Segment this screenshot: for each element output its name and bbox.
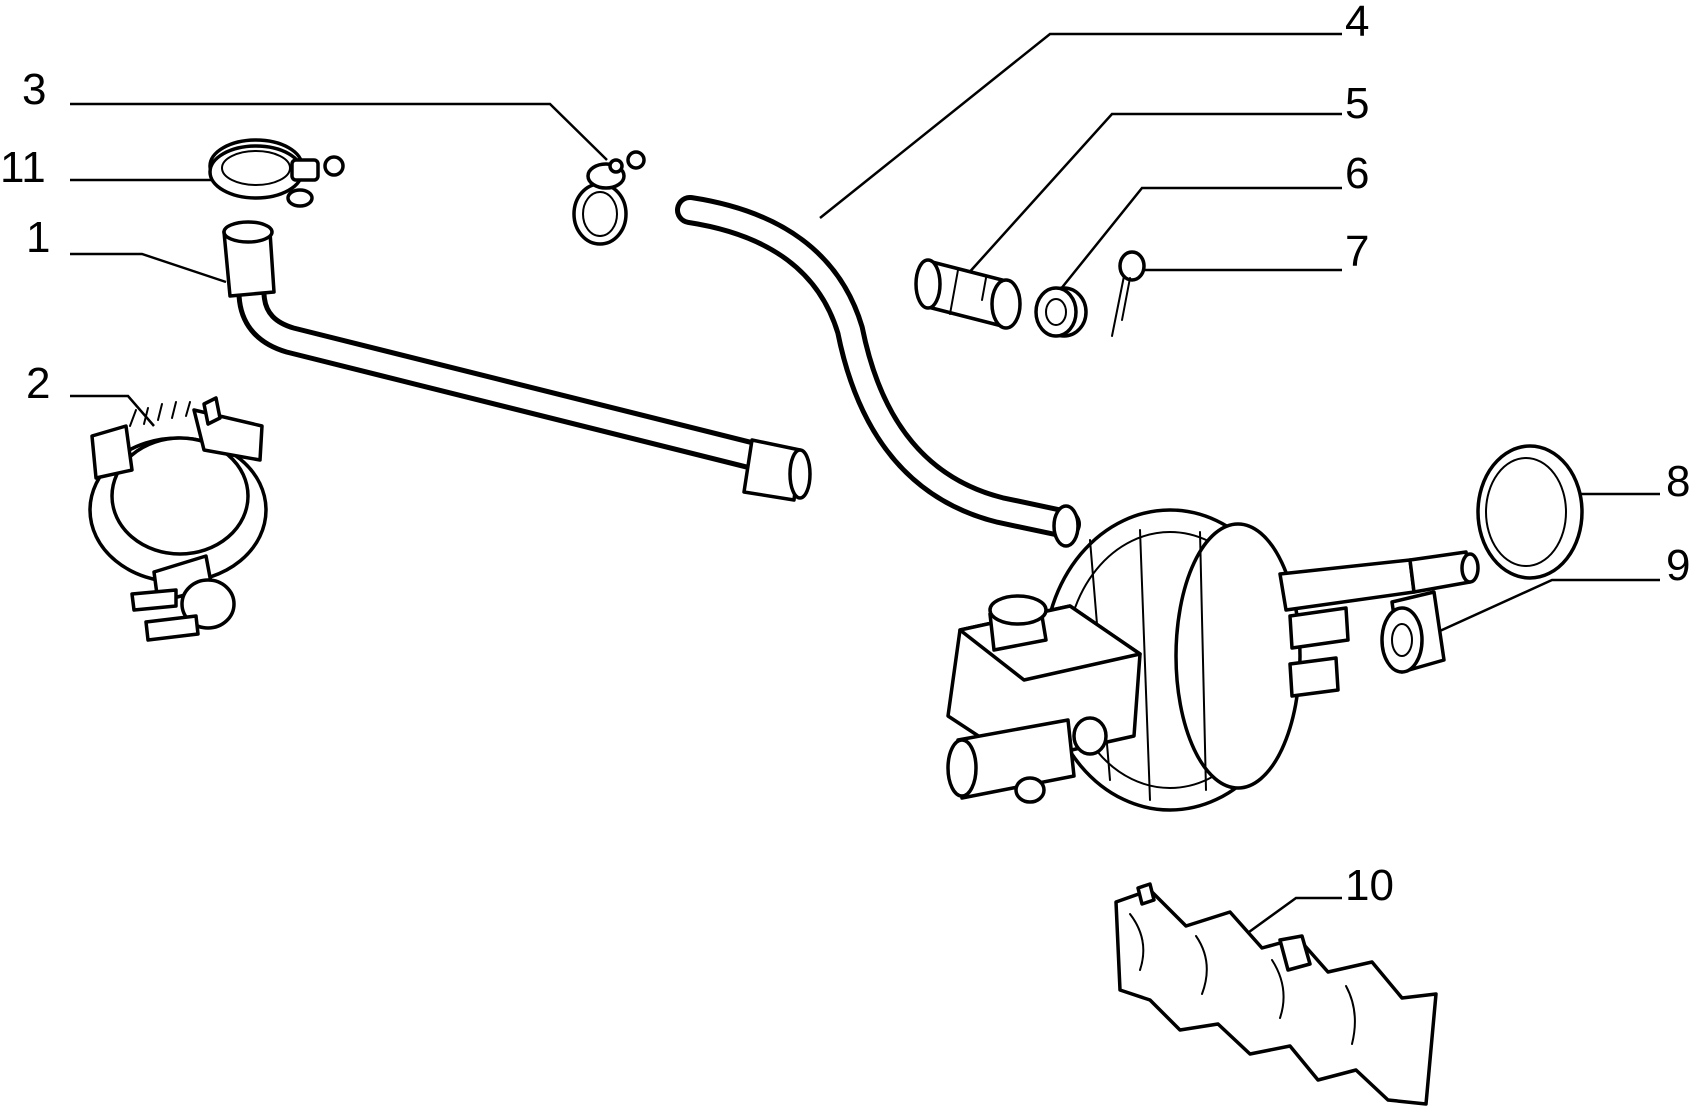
callout-label-8: 8 <box>1666 457 1690 506</box>
leader-line-4 <box>819 32 1342 219</box>
callout-label-10: 10 <box>1345 861 1394 910</box>
part-7-clip-pin <box>1111 250 1146 337</box>
leader-line-6 <box>1059 186 1342 291</box>
leader-line-10 <box>1237 896 1342 942</box>
leader-line-3 <box>70 102 608 161</box>
leader-line-1 <box>70 252 227 284</box>
part-5-check-valve <box>914 258 1022 330</box>
part-9-bushing <box>1380 590 1446 674</box>
part-1-vacuum-hose <box>222 220 812 502</box>
part-8-seal-ring <box>1476 444 1584 580</box>
callout-label-11: 11 <box>0 143 46 192</box>
callout-label-7: 7 <box>1345 227 1369 276</box>
part-11-hose-clamp <box>208 138 345 208</box>
callout-label-6: 6 <box>1345 149 1369 198</box>
leader-line-2 <box>70 394 155 427</box>
leader-line-5 <box>965 112 1342 277</box>
callout-label-2: 2 <box>26 359 50 408</box>
callout-label-9: 9 <box>1666 541 1690 590</box>
part-6-grommet <box>1034 286 1088 338</box>
callout-label-5: 5 <box>1345 79 1369 128</box>
leader-lines <box>70 32 1660 942</box>
part-10-mounting-bracket <box>1114 882 1438 1106</box>
callout-label-1: 1 <box>26 213 50 262</box>
part-4-curved-hose <box>675 195 1081 548</box>
leader-line-9 <box>1419 578 1660 642</box>
part-3-small-clamp <box>572 150 646 246</box>
callout-label-3: 3 <box>22 65 46 114</box>
brake-booster-assembly <box>946 508 1480 812</box>
part-2-bracket-clip <box>88 396 268 642</box>
callout-label-4: 4 <box>1345 0 1369 46</box>
